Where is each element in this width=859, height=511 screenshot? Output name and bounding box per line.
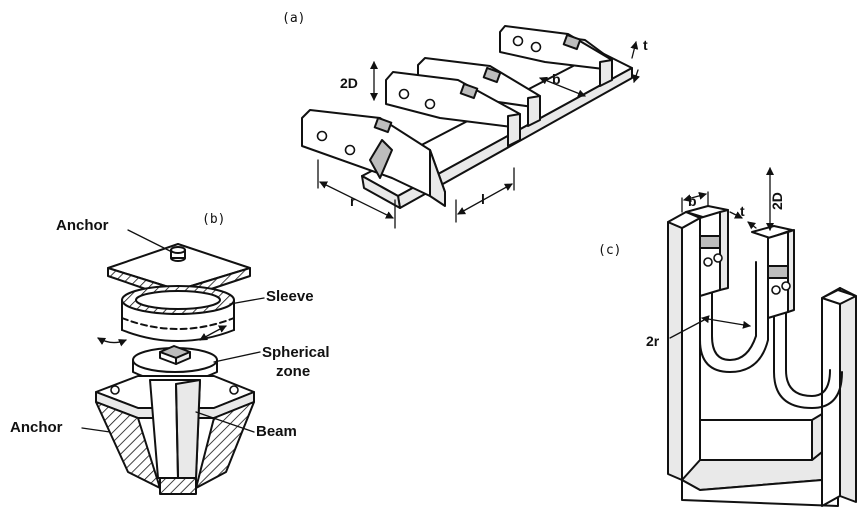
bolt-hole-icon [781, 281, 791, 291]
dimension-arrow-icon [747, 221, 757, 230]
dimension-arrow-icon [683, 191, 707, 203]
dimension-arrow-icon [630, 41, 639, 59]
damper-2 [385, 71, 521, 147]
label-c-t: t [740, 203, 745, 219]
label-spherical: Spherical [262, 344, 330, 361]
panel-b: (b) [10, 212, 330, 495]
bolt-hole-icon [229, 385, 239, 395]
label-b: b [552, 71, 561, 87]
dimension-arrow-icon [319, 181, 394, 219]
panel-a: (a) [282, 11, 648, 229]
rotation-arrow-icon [199, 325, 227, 341]
dimension-arrow-icon [539, 76, 586, 98]
panel-c-tag: (c) [598, 243, 621, 258]
panel-a-tag: (a) [282, 11, 305, 26]
sleeve [121, 285, 235, 342]
damper-1 [301, 109, 446, 207]
bolt-hole-icon [512, 35, 524, 47]
bolt-hole-icon [398, 88, 410, 100]
bolt-hole-icon [530, 41, 542, 53]
damper-3 [417, 57, 541, 127]
label-l: l [481, 191, 485, 207]
beam [149, 379, 201, 479]
label-c-2d: 2D [769, 192, 785, 210]
clamp-right [751, 225, 795, 319]
bolt-hole-icon [110, 385, 120, 395]
dimension-arrow-icon [729, 211, 743, 219]
bolt-hole-icon [316, 130, 328, 142]
label-anchor-top: Anchor [56, 217, 109, 234]
dimension-arrow-icon [701, 315, 751, 329]
bolt-hole-icon [344, 144, 356, 156]
clamp-left [685, 205, 729, 297]
damper-4 [499, 25, 613, 87]
dimension-arrow-icon [457, 183, 513, 215]
label-sleeve: Sleeve [266, 288, 314, 305]
label-anchor-bottom: Anchor [10, 419, 63, 436]
bolt-hole-icon [424, 98, 436, 110]
u-damper [699, 261, 843, 409]
panel-b-tag: (b) [202, 212, 225, 227]
dimension-arrow-icon [632, 69, 641, 83]
label-beam: Beam [256, 423, 297, 440]
label-c-2r: 2r [646, 333, 660, 349]
label-2d: 2D [340, 75, 358, 91]
rotation-arrow-icon [97, 337, 127, 347]
label-c-b: b [688, 193, 697, 209]
label-zone: zone [276, 363, 310, 380]
bolt-hole-icon [713, 253, 723, 263]
label-t: t [643, 37, 648, 53]
bolt-hole-icon [771, 285, 781, 295]
u-frame [667, 211, 857, 507]
label-r: r [350, 193, 356, 209]
bolt-hole-icon [703, 257, 713, 267]
panel-c: (c) [598, 167, 857, 507]
